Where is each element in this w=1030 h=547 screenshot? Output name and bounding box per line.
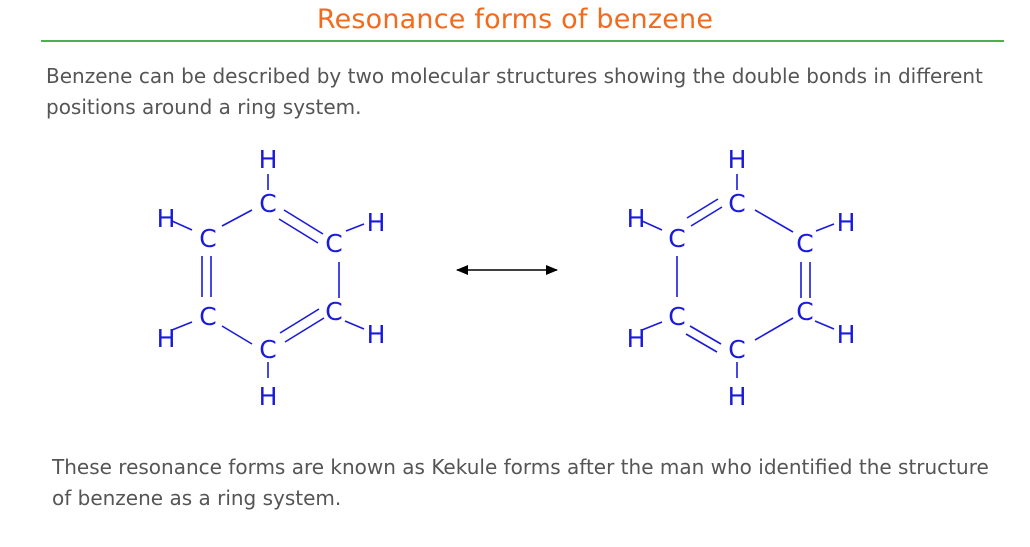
atom-h: H: [627, 204, 646, 233]
atom-h: H: [728, 145, 747, 174]
atom-c: C: [199, 302, 216, 331]
atom-c: C: [259, 189, 276, 218]
atom-h: H: [367, 320, 386, 349]
atom-h: H: [837, 320, 856, 349]
atom-h: H: [728, 382, 747, 411]
atom-c: C: [325, 229, 342, 258]
atom-c: C: [728, 335, 745, 364]
atom-c: C: [199, 224, 216, 253]
page-title: Resonance forms of benzene: [316, 4, 714, 35]
atom-h: H: [837, 208, 856, 237]
atom-c: C: [668, 224, 685, 253]
atom-h: H: [157, 204, 176, 233]
atom-h: H: [259, 382, 278, 411]
kekule-structure-right: C C C C C C H H H H H H: [627, 145, 856, 411]
atom-h: H: [157, 324, 176, 353]
atom-h: H: [627, 324, 646, 353]
atom-c: C: [259, 335, 276, 364]
atom-c: C: [728, 189, 745, 218]
atom-c: C: [796, 297, 813, 326]
intro-paragraph: Benzene can be described by two molecula…: [46, 64, 983, 119]
title-divider: [41, 40, 1004, 42]
atom-h: H: [259, 145, 278, 174]
atom-c: C: [668, 302, 685, 331]
atom-h: H: [367, 208, 386, 237]
kekule-structure-left: C C C C C C H H H H H H: [157, 145, 386, 411]
atom-c: C: [796, 229, 813, 258]
atom-c: C: [325, 297, 342, 326]
outro-paragraph: These resonance forms are known as Kekul…: [52, 455, 989, 510]
